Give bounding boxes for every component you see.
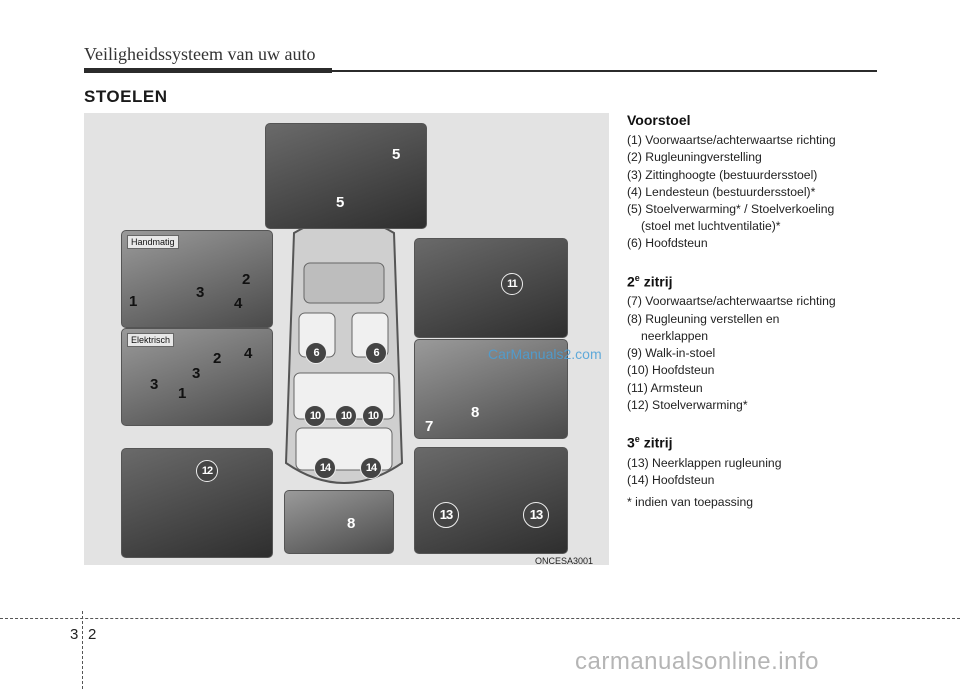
label-e2: 2 [213,350,222,367]
label-e1: 1 [178,385,187,402]
seat-illustration: 5 5 Handmatig 1 2 3 4 Elektrisch 1 2 3 3… [84,113,609,565]
tag-elektrisch: Elektrisch [127,333,175,347]
row2-item: (12) Stoelverwarming* [627,397,748,412]
label-13a: 13 [433,502,459,528]
header-rule-thick [84,68,332,73]
label-7: 7 [425,418,434,435]
row2-item: (9) Walk-in-stoel [627,346,716,361]
row3-item: (14) Hoofdsteun [627,472,715,487]
third-row-heading: 3e zitrij [627,433,673,451]
label-m4: 4 [234,295,243,312]
manual-seat-panel: Handmatig 1 2 3 4 [121,230,273,328]
label-e3b: 3 [192,365,201,382]
label-10b: 10 [335,405,357,427]
label-14a: 14 [314,457,336,479]
chapter-number: 3 [70,626,79,643]
console-panel: 5 5 [265,123,427,229]
label-m1: 1 [129,293,138,310]
heater-switch-panel: 12 [121,448,273,558]
row2-item: neerklappen [641,328,709,343]
label-14b: 14 [360,457,382,479]
row2-item: (10) Hoofdsteun [627,363,715,378]
third-row-panel: 13 13 [414,447,568,554]
footer-rule-horizontal [0,618,960,620]
image-code: ONCESA3001 [535,556,594,565]
section-title: STOELEN [84,87,168,106]
front-item: (1) Voorwaartse/achterwaartse richting [627,133,836,148]
electric-seat-panel: Elektrisch 1 2 3 3 4 [121,328,273,426]
label-8b: 8 [347,515,356,532]
label-m2: 2 [242,271,251,288]
row2-item: (8) Rugleuning verstellen en [627,311,780,326]
second-row-heading: 2e zitrij [627,272,673,290]
second-row-panel: 7 8 [414,339,568,439]
header-title: Veiligheidssysteem van uw auto [84,44,316,64]
footer-rule-vertical [82,611,84,689]
label-5a: 5 [392,146,401,163]
label-m3: 3 [196,284,205,301]
front-item: (5) Stoelverwarming* / Stoelverkoeling [627,202,835,217]
walk-in-panel: 8 [284,490,394,554]
row2-item: (7) Voorwaartse/achterwaartse richting [627,294,836,309]
label-8a: 8 [471,404,480,421]
footnote: * indien van toepassing [627,495,754,510]
front-item: (stoel met luchtventilatie)* [641,219,781,234]
row2-item: (11) Armsteun [627,380,703,395]
label-e4: 4 [244,345,253,362]
label-12: 12 [196,460,218,482]
front-item: (6) Hoofdsteun [627,236,708,251]
watermark: CarManuals2.com [488,346,602,362]
site-watermark: carmanualsonline.info [575,648,819,675]
front-item: (2) Rugleuningverstelling [627,150,762,165]
tag-handmatig: Handmatig [127,235,179,249]
label-13b: 13 [523,502,549,528]
label-6a: 6 [305,342,327,364]
armrest-panel: 11 [414,238,568,338]
label-5b: 5 [336,194,345,211]
front-seat-heading: Voorstoel [627,112,691,128]
label-e3a: 3 [150,376,159,393]
row3-item: (13) Neerklappen rugleuning [627,455,782,470]
header-rule-thin [332,70,877,72]
label-6b: 6 [365,342,387,364]
page-number: 2 [88,626,97,643]
label-10a: 10 [304,405,326,427]
label-11: 11 [501,273,523,295]
description-column: Voorstoel (1) Voorwaartse/achterwaartse … [627,112,887,511]
front-item: (3) Zittinghoogte (bestuurdersstoel) [627,167,818,182]
car-outline [284,217,404,484]
front-item: (4) Lendesteun (bestuurdersstoel)* [627,184,816,199]
label-10c: 10 [362,405,384,427]
